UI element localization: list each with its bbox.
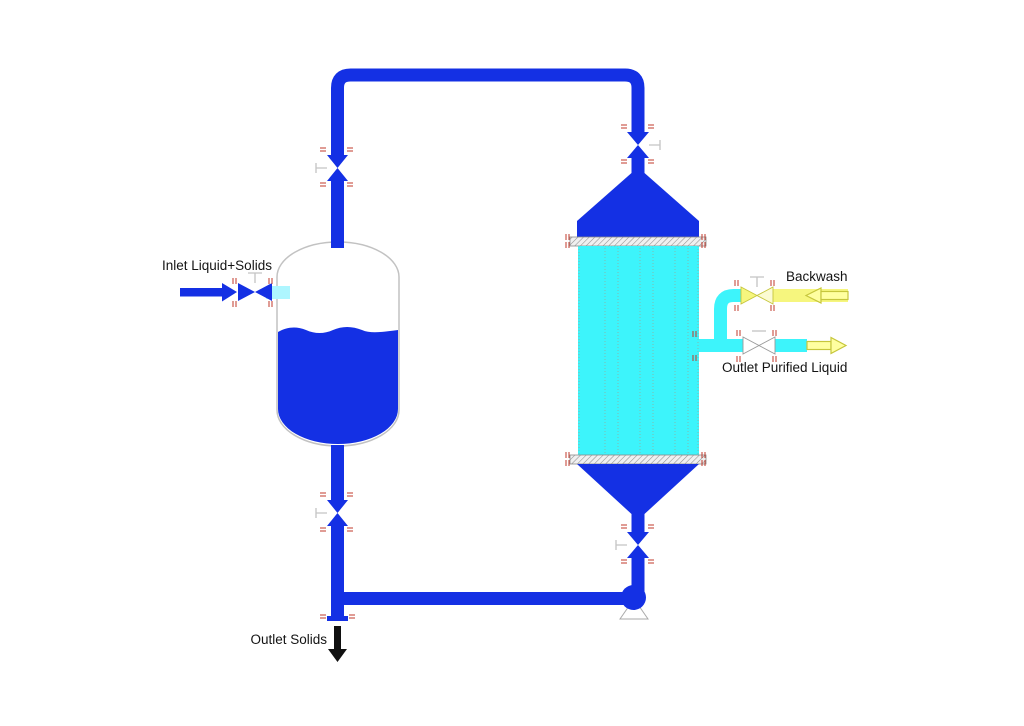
filter-bottom-cone [577,464,699,514]
filter-shell [578,246,699,455]
valve-loop-left[interactable] [315,147,354,187]
inlet-arrow-head [222,283,237,302]
outlet-solids-arrow [328,626,347,662]
membrane-filter-module [565,173,707,514]
inlet-label: Inlet Liquid+Solids [162,258,272,273]
inlet-arrow-shaft [180,288,222,297]
tank-outline [276,241,400,447]
recirculation-piping [331,68,645,616]
circulation-pump[interactable] [619,585,649,620]
backwash-label: Backwash [786,269,848,284]
outlet-solids-label: Outlet Solids [250,632,327,647]
top-loop-pipe [331,68,645,155]
valve-loop-right[interactable] [620,124,661,164]
filter-top-flange [569,236,707,247]
filter-bottom-flange [569,454,707,465]
permeate-outlet-pipe-b [775,339,807,352]
filter-top-cone [577,173,699,237]
valve-tank-drain[interactable] [315,492,354,532]
valve-permeate-outlet[interactable] [736,329,777,363]
valve-backwash[interactable] [734,276,775,312]
feed-tank [276,241,400,447]
inlet-line [180,272,290,308]
permeate-outlet-arrow [806,336,848,355]
valve-feed-inlet[interactable] [232,272,273,308]
backwash-arrow [804,287,849,304]
pump-body[interactable] [621,585,646,610]
outlet-solids-port [319,614,356,662]
valve-filter-drain[interactable] [615,524,655,564]
backwash-branch-pipe [714,289,741,350]
tank-liquid [278,327,398,444]
outlet-purified-label: Outlet Purified Liquid [722,360,848,375]
drain-cap-flange [327,616,348,621]
